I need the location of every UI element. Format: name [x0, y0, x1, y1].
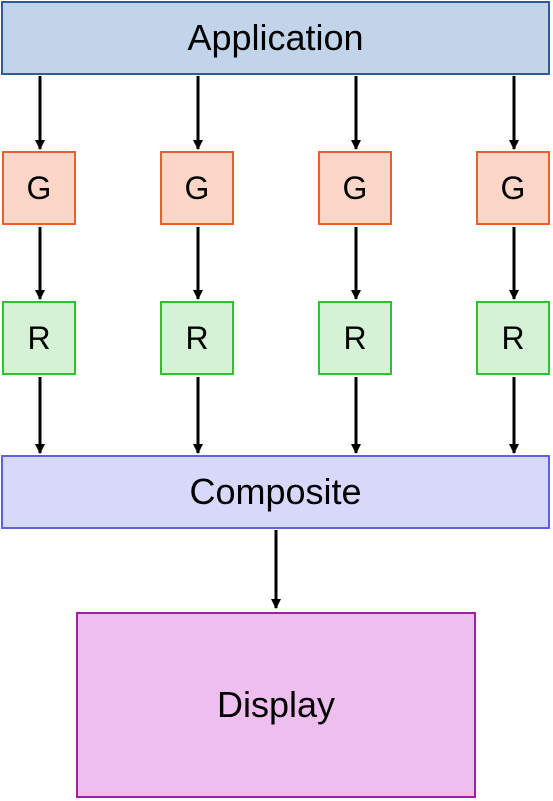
display-box: Display — [76, 612, 476, 798]
render-label: R — [501, 319, 525, 356]
composite-box: Composite — [1, 455, 550, 529]
render-box-2: R — [160, 301, 234, 375]
application-label: Application — [187, 17, 364, 58]
render-box-3: R — [318, 301, 392, 375]
geometry-box-3: G — [318, 151, 392, 225]
geometry-label: G — [184, 169, 210, 206]
render-label: R — [185, 319, 209, 356]
render-box-1: R — [2, 301, 76, 375]
geometry-label: G — [342, 169, 368, 206]
render-label: R — [27, 319, 51, 356]
application-box: Application — [1, 1, 550, 75]
render-box-4: R — [476, 301, 550, 375]
composite-label: Composite — [189, 471, 362, 512]
geometry-label: G — [500, 169, 526, 206]
geometry-box-1: G — [2, 151, 76, 225]
display-label: Display — [216, 684, 336, 725]
geometry-label: G — [26, 169, 52, 206]
geometry-box-2: G — [160, 151, 234, 225]
render-label: R — [343, 319, 367, 356]
geometry-box-4: G — [476, 151, 550, 225]
